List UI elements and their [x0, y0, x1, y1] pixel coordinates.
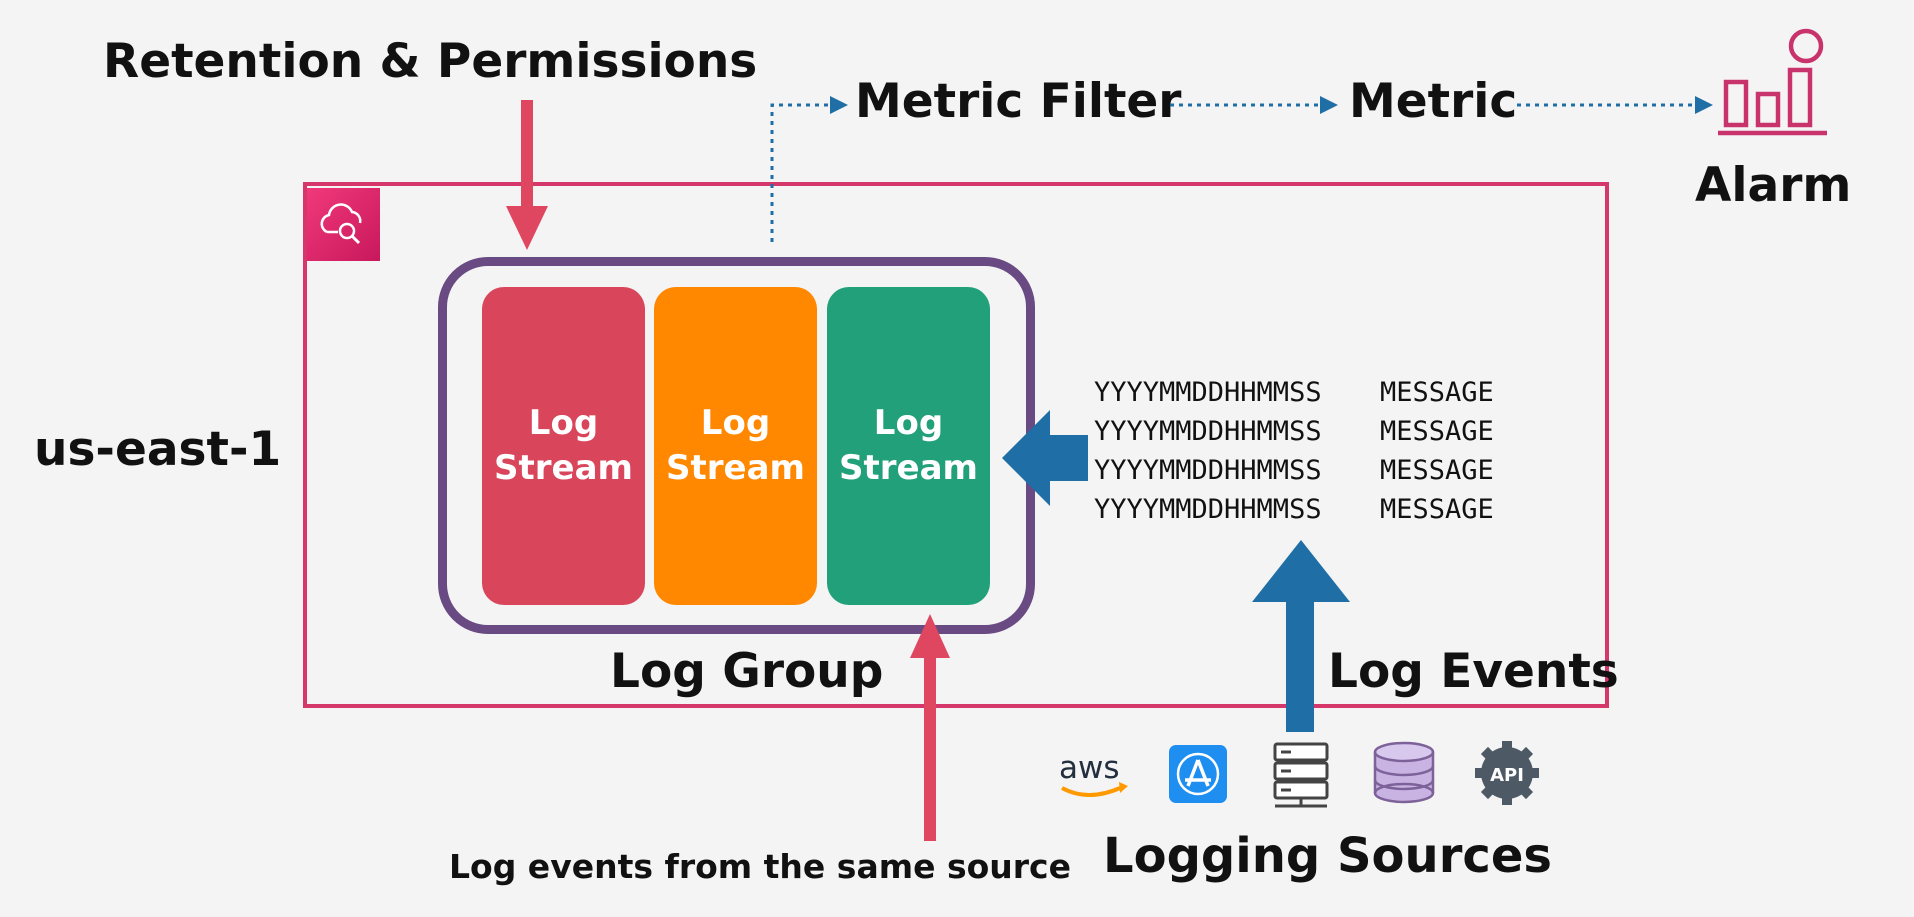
aws-logo-icon: aws: [1059, 750, 1128, 797]
log-line-message: MESSAGE: [1380, 377, 1494, 408]
alarm-label: Alarm: [1695, 158, 1852, 213]
log-stream-2-line1: Log: [700, 403, 771, 443]
log-line-3: YYYYMMDDHHMMSS MESSAGE: [1094, 451, 1494, 490]
log-stream-3-line1: Log: [873, 403, 944, 443]
log-stream-1-line1: Log: [528, 403, 599, 443]
api-icon-text: API: [1490, 765, 1524, 786]
metric-filter-arrowhead: [830, 96, 848, 114]
metric-filter-label: Metric Filter: [855, 74, 1182, 129]
server-rack-icon: [1273, 742, 1329, 808]
log-event-lines: YYYYMMDDHHMMSS MESSAGE YYYYMMDDHHMMSS MESS…: [1094, 373, 1494, 529]
log-line-message: MESSAGE: [1380, 494, 1494, 525]
cloudwatch-icon: [307, 188, 380, 261]
cloud-search-icon: [320, 203, 362, 245]
log-stream-3-line2: Stream: [839, 448, 978, 488]
log-line-1: YYYYMMDDHHMMSS MESSAGE: [1094, 373, 1494, 412]
log-line-timestamp: YYYYMMDDHHMMSS: [1094, 494, 1322, 525]
logging-sources-label: Logging Sources: [1103, 828, 1552, 884]
log-stream-2-line2: Stream: [666, 448, 805, 488]
ingest-arrow: [1002, 410, 1088, 506]
log-line-timestamp: YYYYMMDDHHMMSS: [1094, 377, 1322, 408]
log-line-4: YYYYMMDDHHMMSS MESSAGE: [1094, 490, 1494, 529]
metric-filter-connector: [770, 103, 830, 242]
log-line-timestamp: YYYYMMDDHHMMSS: [1094, 455, 1322, 486]
metric-arrowhead: [1320, 96, 1338, 114]
api-gear-icon: API: [1475, 741, 1539, 805]
region-box: [303, 182, 1609, 708]
same-source-label: Log events from the same source: [449, 847, 1071, 886]
log-events-label: Log Events: [1328, 644, 1619, 699]
log-line-message: MESSAGE: [1380, 455, 1494, 486]
log-line-2: YYYYMMDDHHMMSS MESSAGE: [1094, 412, 1494, 451]
same-source-arrow: [910, 614, 950, 841]
alarm-icon: [1718, 28, 1827, 136]
log-events-arrow: [1252, 540, 1350, 732]
retention-arrow: [506, 100, 548, 250]
retention-permissions-label: Retention & Permissions: [103, 34, 758, 89]
log-line-timestamp: YYYYMMDDHHMMSS: [1094, 416, 1322, 447]
metric-label: Metric: [1349, 74, 1518, 129]
log-line-message: MESSAGE: [1380, 416, 1494, 447]
alarm-arrowhead: [1695, 96, 1713, 114]
database-icon: [1373, 741, 1435, 804]
app-store-icon: [1169, 745, 1227, 803]
aws-logo-text: aws: [1059, 750, 1120, 786]
region-label: us-east-1: [34, 422, 282, 477]
log-group-label: Log Group: [610, 644, 884, 699]
log-stream-1-line2: Stream: [494, 448, 633, 488]
